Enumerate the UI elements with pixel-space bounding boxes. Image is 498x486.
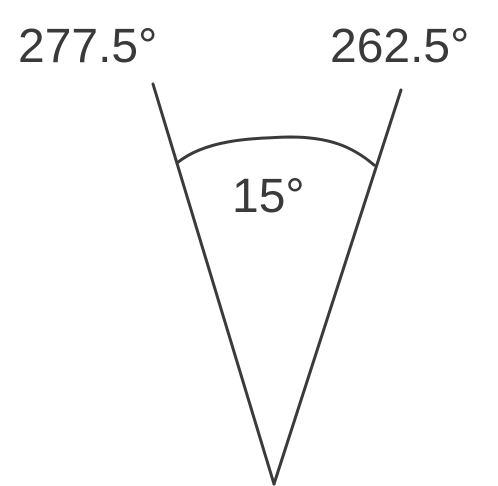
- angle-arc: [175, 135, 376, 167]
- left-ray: [151, 82, 276, 486]
- angle-label: 15°: [232, 170, 305, 223]
- right-ray: [272, 88, 403, 486]
- right-bearing-label: 262.5°: [330, 20, 469, 73]
- left-bearing-label: 277.5°: [18, 20, 157, 73]
